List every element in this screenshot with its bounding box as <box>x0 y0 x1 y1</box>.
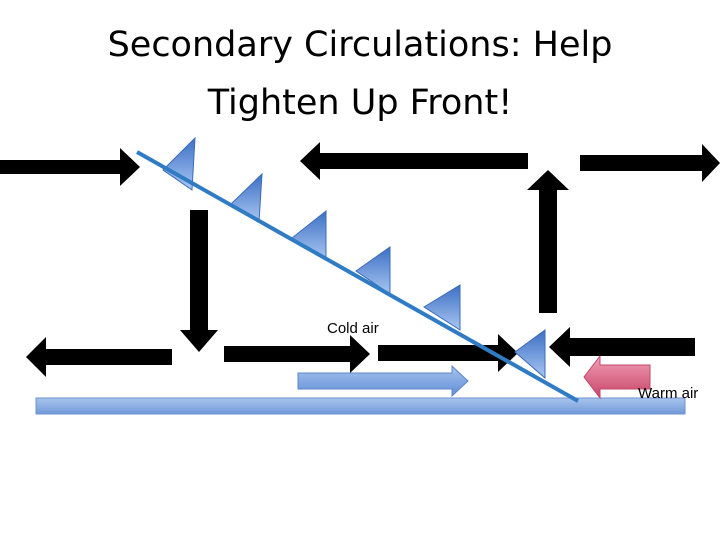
page-title-line-2: Tighten Up Front! <box>207 83 513 123</box>
blue-triangle-icon <box>355 246 391 295</box>
blue-triangle-icon <box>514 329 546 380</box>
ground-surface <box>35 397 686 415</box>
bottom-right-right-arrow <box>378 334 518 372</box>
cold-front-triangles <box>162 136 546 380</box>
top-middle-left-arrow <box>300 142 528 180</box>
bottom-far-right-left-arrow <box>549 327 695 367</box>
bottom-left-left-arrow <box>26 337 172 377</box>
warm-air-flow-arrow <box>583 354 651 400</box>
cold-air-label: Cold air <box>327 320 379 337</box>
cold-air-flow-arrow <box>297 364 469 398</box>
blue-triangle-icon <box>291 209 327 260</box>
top-left-right-arrow <box>0 148 140 186</box>
page-title: Secondary Circulations: Help Tighten Up … <box>60 16 660 132</box>
bottom-mid-right-arrow <box>224 335 370 373</box>
blue-triangle-icon <box>423 284 461 331</box>
top-right-right-arrow <box>580 144 720 182</box>
blue-triangle-icon <box>162 136 196 191</box>
warm-air-label: Warm air <box>638 385 699 402</box>
front-boundary-line <box>136 150 579 403</box>
page-title-line-1: Secondary Circulations: Help <box>107 25 613 65</box>
sinking-air-arrow <box>180 210 218 352</box>
rising-air-arrow <box>527 170 569 313</box>
